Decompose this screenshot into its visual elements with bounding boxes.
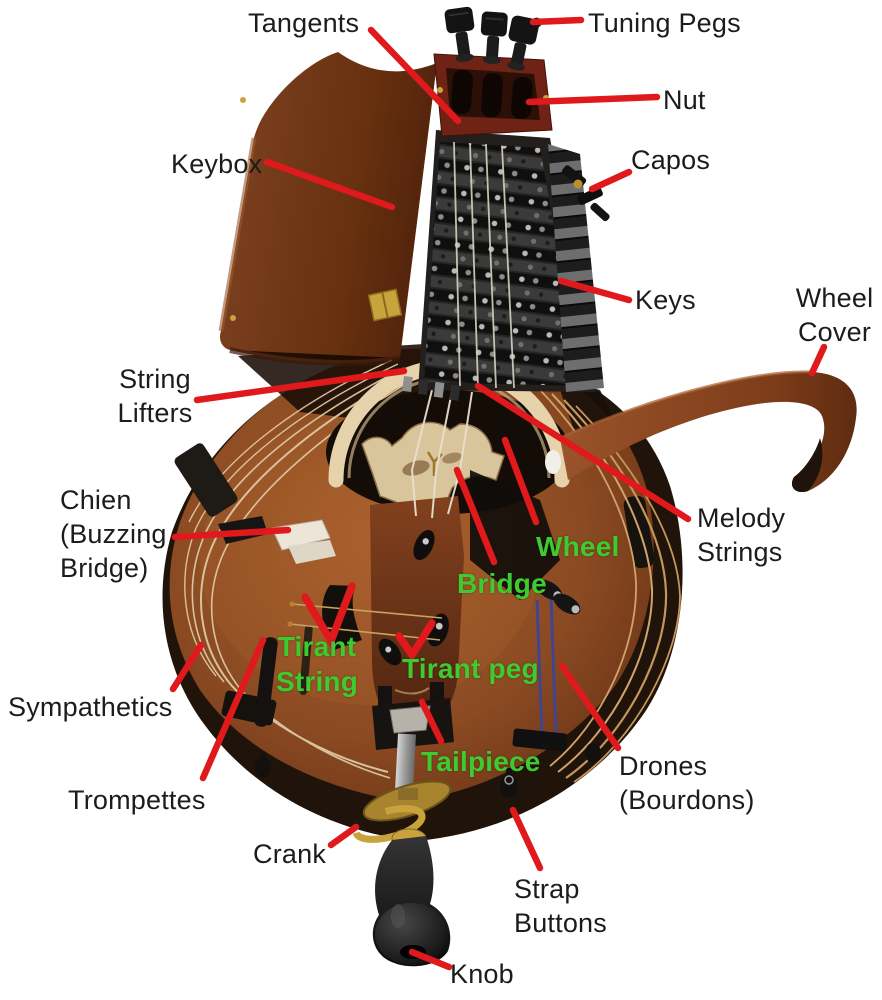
- label-bridge: Bridge: [457, 568, 547, 599]
- leader-sympathetics: [169, 641, 205, 693]
- crank-part: [352, 682, 454, 967]
- leader-capos: [588, 168, 633, 193]
- label-trompettes: Trompettes: [68, 785, 206, 815]
- label-crank: Crank: [253, 839, 327, 869]
- leader-nut: [525, 93, 661, 106]
- label-wheel: Wheel: [536, 531, 620, 562]
- leader-strap-buttons: [509, 806, 544, 872]
- label-nut: Nut: [663, 85, 706, 115]
- pegbox: [433, 53, 553, 137]
- label-keybox: Keybox: [171, 149, 263, 179]
- label-string-lifters: String Lifters: [117, 364, 193, 428]
- leader-wheel-cover: [808, 343, 828, 377]
- check-tirant-string: [301, 582, 356, 650]
- leader-tangents: [367, 26, 462, 125]
- label-melody-strings: Melody Strings: [697, 503, 786, 567]
- leader-lines: [169, 16, 828, 971]
- trompette-bridge: [254, 625, 313, 727]
- string-lifters-part: [402, 376, 461, 401]
- tirant-strings: [287, 601, 443, 641]
- leader-trompettes: [199, 636, 267, 782]
- leader-tailpiece: [418, 698, 445, 745]
- leader-keys: [557, 277, 633, 304]
- leader-keybox: [263, 158, 396, 211]
- label-drones: Drones (Bourdons): [619, 751, 755, 815]
- leader-drones: [558, 662, 622, 752]
- wheel-cover-part: [559, 370, 857, 493]
- strap-buttons-part: [255, 743, 601, 798]
- capos-part: [561, 165, 610, 222]
- label-chien: Chien (Buzzing Bridge): [60, 485, 167, 583]
- label-strap-buttons: Strap Buttons: [514, 874, 607, 938]
- label-sympathetics: Sympathetics: [8, 692, 173, 722]
- leader-string-lifters: [193, 367, 408, 404]
- label-capos: Capos: [631, 145, 711, 175]
- check-tirant-peg: [395, 619, 436, 662]
- leader-knob: [408, 948, 453, 971]
- tuning-pegs-part: [444, 6, 542, 71]
- label-tuning-pegs: Tuning Pegs: [588, 8, 741, 38]
- keybox-part: [218, 52, 604, 401]
- label-wheel-cover: Wheel Cover: [795, 283, 874, 347]
- leader-bridge: [453, 466, 498, 566]
- label-tirant-string: Tirant String: [275, 631, 359, 697]
- leader-chien: [171, 526, 292, 541]
- leader-tuning-pegs: [529, 16, 585, 26]
- label-tailpiece: Tailpiece: [421, 746, 541, 777]
- leader-crank: [327, 823, 360, 849]
- label-knob: Knob: [450, 959, 514, 989]
- leader-wheel: [501, 436, 540, 526]
- label-keys: Keys: [635, 285, 696, 315]
- label-tirant-peg: Tirant peg: [402, 653, 539, 684]
- label-tangents: Tangents: [248, 8, 360, 38]
- leader-melody-strings: [474, 382, 692, 523]
